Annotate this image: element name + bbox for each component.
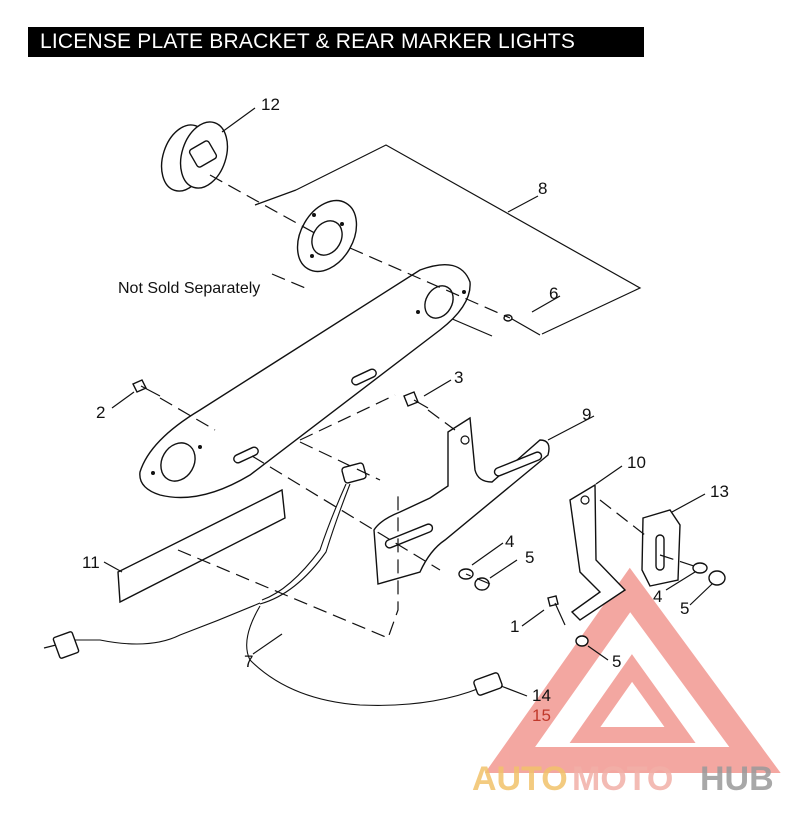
callout-12: 12 (261, 95, 280, 114)
license-plate-bracket (373, 416, 550, 585)
callout-14: 14 (532, 686, 551, 705)
support-plate (139, 263, 471, 499)
callout-1: 1 (510, 617, 519, 636)
diagram-title: LICENSE PLATE BRACKET & REAR MARKER LIGH… (28, 27, 644, 57)
watermark-logo (484, 567, 781, 773)
callout-3: 3 (454, 368, 463, 387)
wiring-harness (43, 462, 503, 706)
assembly-lines (159, 174, 701, 639)
callout-13: 13 (710, 482, 729, 501)
callout-7: 7 (244, 652, 253, 671)
watermark-text-moto: MOTO (572, 760, 673, 798)
watermark-text-auto: AUTO (472, 760, 568, 798)
callout-4b: 4 (653, 587, 662, 606)
watermark-text-hub: HUB (700, 760, 774, 798)
callout-4a: 4 (505, 532, 514, 551)
callout-8: 8 (538, 179, 547, 198)
leader-lines (103, 107, 713, 697)
mounting-ring (296, 199, 358, 273)
watermark-wordmark: AUTO MOTO HUB (472, 760, 774, 798)
callout-15: 15 (532, 706, 551, 725)
callout-5c: 5 (612, 652, 621, 671)
not-sold-separately-note: Not Sold Separately (118, 280, 260, 297)
callout-9: 9 (582, 405, 591, 424)
callout-10: 10 (627, 453, 646, 472)
bracket-group-outline (254, 144, 642, 337)
callout-5b: 5 (680, 599, 689, 618)
callout-11: 11 (82, 553, 100, 572)
vertical-bracket (569, 483, 627, 621)
reflector-strip (117, 488, 286, 604)
marker-light (160, 121, 229, 192)
callout-2: 2 (96, 403, 105, 422)
clamp-plate (641, 509, 681, 587)
callout-5a: 5 (525, 548, 534, 567)
callout-6: 6 (549, 284, 558, 303)
callouts: 12 8 6 3 2 9 10 13 4 5 11 4 5 1 5 7 14 1… (82, 95, 729, 725)
